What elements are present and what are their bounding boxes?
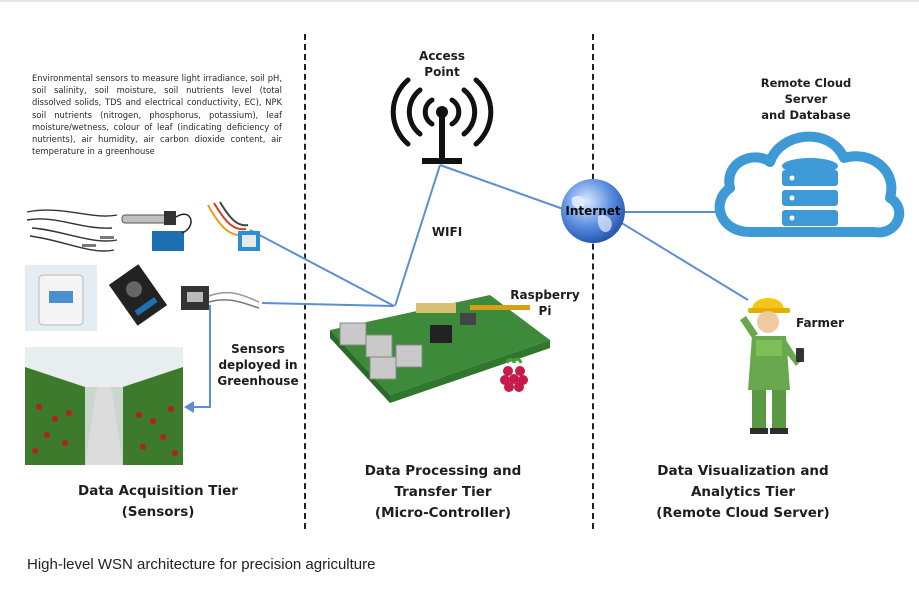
raspberry-logo-icon [500, 357, 528, 392]
ph-probe-image [121, 211, 192, 251]
greenhouse-arrowhead [184, 401, 194, 413]
cloud-database-icon [714, 131, 905, 238]
soil-moisture-sensor-image [181, 286, 260, 310]
link-sensors-mid-to-pi [261, 302, 395, 307]
cloud-label: Remote Cloud Server and Database [760, 76, 852, 122]
sensors-deployed-label: Sensors deployed in Greenhouse [217, 342, 299, 388]
tier-data-acquisition: Data Acquisition Tier (Sensors) [78, 483, 238, 520]
dht-sensor-image [207, 201, 260, 251]
link-internet-to-farmer [619, 221, 749, 301]
light-sensor-image [108, 264, 168, 326]
farmer-label: Farmer [795, 316, 845, 330]
tier-divider-left [304, 34, 306, 529]
wifi-label: WIFI [431, 225, 463, 239]
link-pi-to-accesspoint [394, 164, 441, 307]
greenhouse-photo [25, 347, 183, 465]
access-point-icon [390, 77, 494, 164]
top-border [0, 0, 919, 2]
figure-caption: High-level WSN architecture for precisio… [27, 556, 376, 573]
co2-sensor-image [25, 265, 97, 331]
sensor-description: Environmental sensors to measure light i… [32, 73, 282, 157]
raspberry-pi-board-image [330, 295, 550, 403]
link-sensors-top-to-pi [249, 229, 395, 307]
link-sensors-to-greenhouse [188, 305, 211, 408]
access-point-label: Access Point [419, 49, 465, 79]
tier-divider-right [592, 34, 594, 529]
internet-label: Internet [565, 204, 621, 218]
tier-data-visualization: Data Visualization and Analytics Tier (R… [656, 463, 830, 521]
raspberry-pi-label: Raspberry Pi [510, 288, 580, 318]
link-accesspoint-to-internet [439, 164, 567, 211]
tier-data-processing: Data Processing and Transfer Tier (Micro… [364, 463, 522, 521]
farmer-icon [740, 298, 804, 434]
sensor-cables-image [26, 209, 118, 252]
internet-globe-icon [561, 179, 625, 243]
